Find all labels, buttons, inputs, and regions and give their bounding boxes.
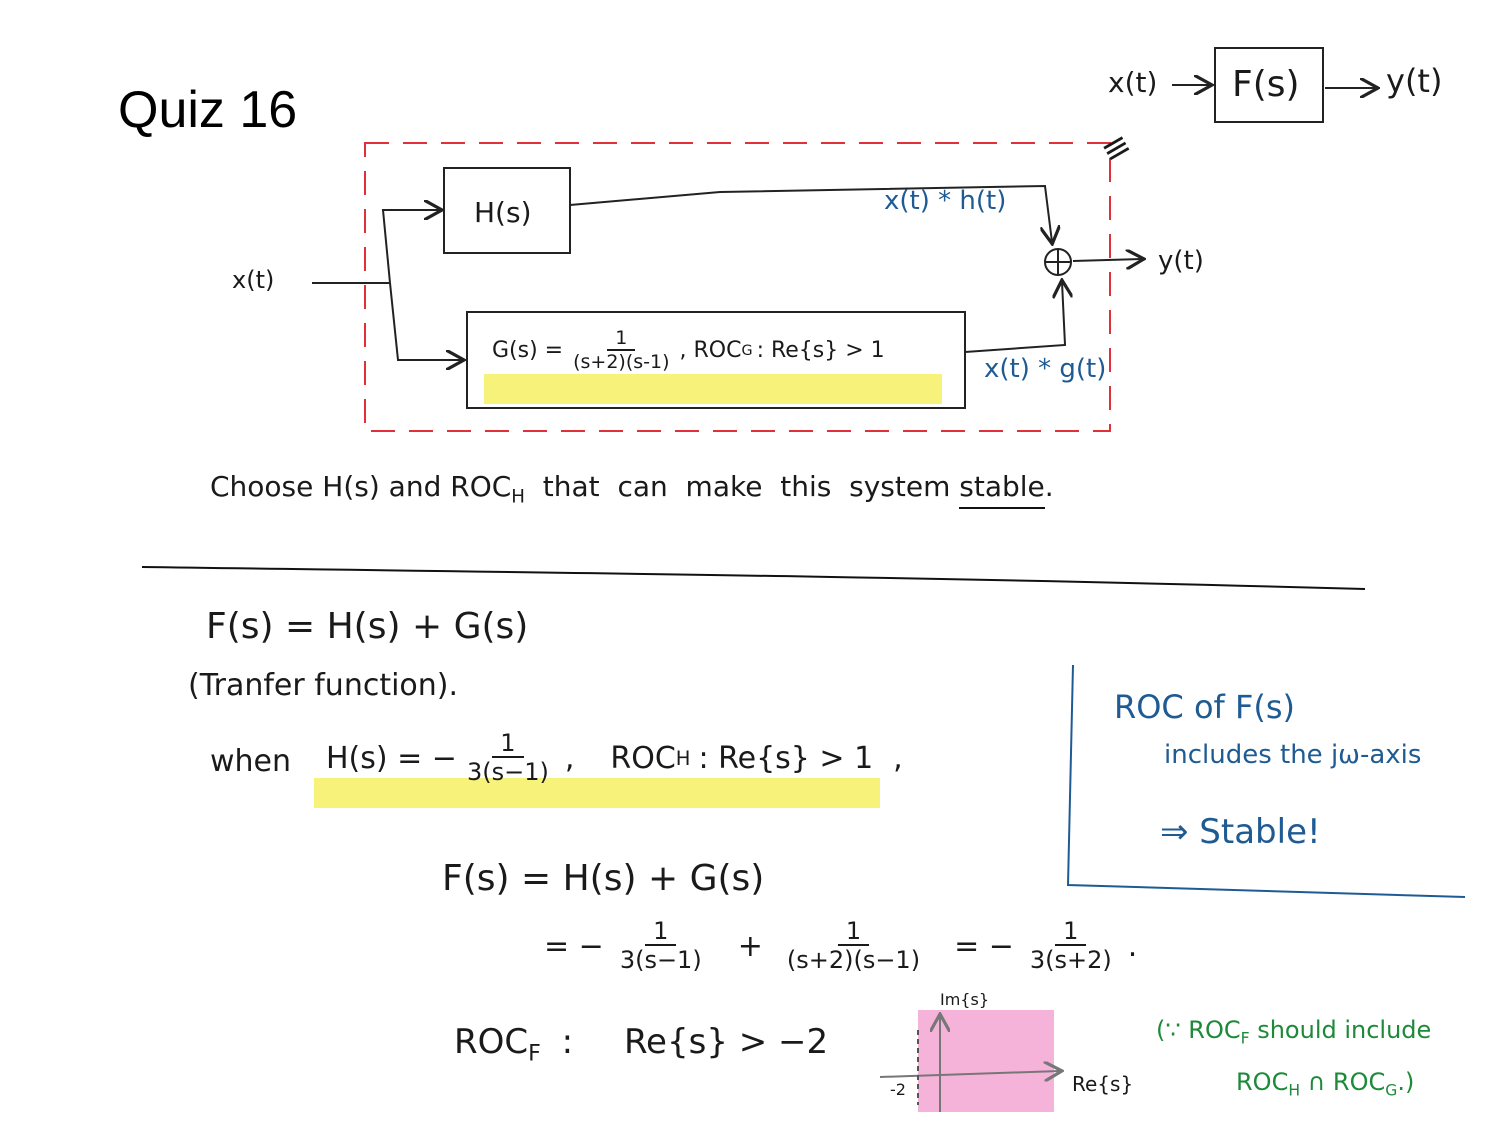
term3-fraction: 1 3(s+2) [1026,918,1116,975]
highlight-h [314,778,880,808]
roch-text: ROC [610,741,676,777]
green-line2-sub2: G [1385,1081,1398,1100]
re-axis-label: Re{s} [1072,1072,1134,1096]
question-part1-sub: H [511,486,525,508]
f-block-box [1214,47,1324,123]
term2-den: (s+2)(s−1) [786,946,921,975]
h-out-wire [569,184,1052,242]
trailing-comma: , [893,741,903,777]
note-line2: includes the jω-axis [1164,740,1422,770]
h-choice-fraction: 1 3(s−1) [463,730,553,787]
real-axis [879,1071,1060,1077]
question-part1: Choose H(s) and ROC [210,470,512,503]
h-choice-num: 1 [492,730,524,759]
g-prefix: G(s) = [492,338,564,364]
rocf-line: ROCF : Re{s} > −2 [454,1022,828,1067]
roch-cond: : Re{s} > 1 [698,741,874,777]
g-roc-text: , ROC [679,338,742,364]
h-path-label: x(t) * h(t) [884,186,1007,216]
g-denominator: (s+2)(s-1) [573,350,670,373]
g-out-wire [964,282,1065,353]
question-part2: that can make this system [524,470,960,503]
g-block-box [466,311,966,409]
period: . [1127,929,1138,965]
solution-line2: (Tranfer function). [188,668,459,703]
dashed-enclosure [364,142,1111,432]
term1-num: 1 [645,918,677,947]
green-line2-sub1: H [1288,1081,1301,1100]
g-roc-cond: : Re{s} > 1 [756,338,885,364]
term3-num: 1 [1055,918,1087,947]
f-output-label: y(t) [1386,62,1443,100]
tick-label: -2 [890,1080,906,1099]
h-block-box [443,167,571,254]
green-note-line2: ROCH ∩ ROCG.) [1236,1068,1414,1099]
split-upper [381,210,440,284]
h-choice-den: 3(s−1) [466,758,549,787]
eq2: = − [954,929,1014,965]
term1-fraction: 1 3(s−1) [616,918,706,975]
f-block-label: F(s) [1232,64,1300,105]
s-plane-sketch [879,1010,1060,1112]
question-text: Choose H(s) and ROCH that can make this … [210,470,1054,509]
page-title: Quiz 16 [118,81,298,139]
question-underlined: stable [959,470,1045,509]
bd-output-label: y(t) [1158,246,1204,276]
h-choice-comma: , [564,741,575,777]
rocf-label: ROC [454,1022,529,1062]
term3-den: 3(s+2) [1029,946,1112,975]
plus-sign: + [737,929,763,965]
f-input-label: x(t) [1108,66,1158,99]
green-note-line1: (∵ ROCF should include [1156,1016,1431,1047]
when-label: when [210,744,292,779]
green-line2-b: ∩ ROC [1300,1068,1386,1096]
green-line2-c: .) [1397,1068,1415,1096]
note-line3: ⇒ Stable! [1160,812,1321,852]
term2-num: 1 [837,918,870,947]
solution-line1: F(s) = H(s) + G(s) [206,606,529,647]
expansion-line: = − 1 3(s−1) + 1 (s+2)(s−1) = − 1 3(s+2)… [544,918,1137,975]
rocf-sub: F [528,1040,541,1067]
f-line: F(s) = H(s) + G(s) [442,858,765,899]
sum-out-arrow [1072,259,1142,261]
h-block-label: H(s) [474,196,532,229]
h-choice-prefix: H(s) = − [326,741,457,777]
green-line1-b: should include [1249,1016,1432,1044]
split-lower [389,282,462,360]
eq-prefix: = − [544,929,604,965]
roch-sub: H [675,747,691,771]
bd-input-label: x(t) [232,266,275,294]
roc-shading [918,1010,1054,1112]
g-fraction: 1 (s+2)(s-1) [569,328,673,374]
note-line1: ROC of F(s) [1114,688,1295,726]
green-line1-sub: F [1240,1029,1250,1048]
section-divider [141,566,1366,590]
highlight-g [484,374,942,404]
g-roc-sub: G [741,342,753,359]
g-numerator: 1 [607,328,636,351]
term1-den: 3(s−1) [619,946,702,975]
note-bracket [1066,664,1466,898]
green-line1-a: (∵ ROC [1156,1016,1241,1044]
term2-fraction: 1 (s+2)(s−1) [783,918,924,975]
rocf-colon: : [561,1022,574,1062]
green-line2-a: ROC [1236,1068,1289,1096]
rocf-cond: Re{s} > −2 [623,1022,829,1062]
question-end: . [1044,470,1054,503]
im-axis-label: Im{s} [940,990,989,1009]
g-path-label: x(t) * g(t) [984,354,1107,384]
